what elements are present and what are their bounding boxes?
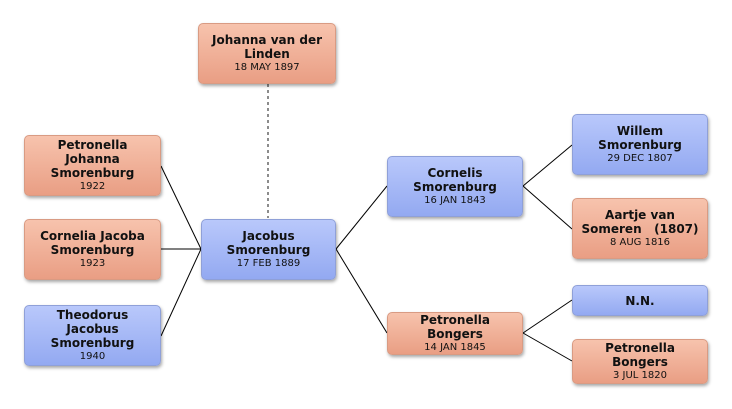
pat-gm-connector [522,185,573,230]
person-box-child2[interactable]: Cornelia Jacoba Smorenburg 1923 [24,219,161,280]
person-box-maternal-grandfather[interactable]: N.N. [572,285,708,316]
person-box-father[interactable]: Cornelis Smorenburg 16 JAN 1843 [387,156,523,217]
person-name: Petronella Bongers [420,313,490,341]
person-box-mother[interactable]: Petronella Bongers 14 JAN 1845 [387,312,523,355]
person-box-child3[interactable]: Theodorus Jacobus Smorenburg 1940 [24,305,161,366]
father-connector [335,185,388,250]
person-name: Aartje van Someren (1807) [581,208,699,236]
person-name: Willem Smorenburg [598,124,682,152]
person-date: 29 DEC 1807 [607,153,673,164]
person-date: 1922 [79,181,106,192]
person-date: 16 JAN 1843 [424,195,486,206]
person-name: N.N. [625,293,655,308]
person-date: 8 AUG 1816 [609,237,671,248]
person-name: Petronella Johanna Smorenburg [50,138,135,180]
person-name: Cornelis Smorenburg [413,166,497,194]
mother-connector [335,248,388,334]
person-date: 14 JAN 1845 [424,342,486,353]
person-date: 18 MAY 1897 [234,62,300,73]
person-name: Cornelia Jacoba Smorenburg [40,229,145,257]
person-name: Johanna van der Linden [212,33,322,61]
person-date: 1923 [79,258,106,269]
person-box-spouse[interactable]: Johanna van der Linden 18 MAY 1897 [198,23,336,84]
person-box-maternal-grandmother[interactable]: Petronella Bongers 3 JUL 1820 [572,339,708,384]
mat-gm-connector [522,332,573,362]
person-date: 17 FEB 1889 [236,258,301,269]
person-name: Petronella Bongers [605,341,675,369]
child3-connector [160,248,202,337]
mat-gf-connector [522,299,573,334]
person-box-root[interactable]: Jacobus Smorenburg 17 FEB 1889 [201,219,336,280]
person-box-child1[interactable]: Petronella Johanna Smorenburg 1922 [24,135,161,196]
pat-gf-connector [522,144,573,187]
person-name: Jacobus Smorenburg [226,229,311,257]
person-date: 1940 [79,351,106,362]
person-name: Theodorus Jacobus Smorenburg [50,308,135,350]
child1-connector [160,165,202,250]
person-date: 3 JUL 1820 [612,370,667,381]
person-box-paternal-grandfather[interactable]: Willem Smorenburg 29 DEC 1807 [572,114,708,175]
person-box-paternal-grandmother[interactable]: Aartje van Someren (1807) 8 AUG 1816 [572,198,708,259]
